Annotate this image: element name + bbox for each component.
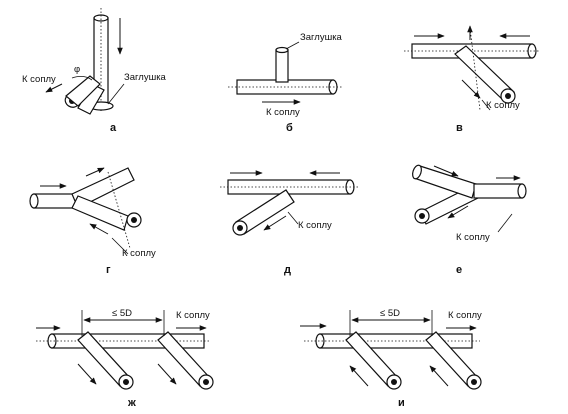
to-nozzle-label-e: К соплу xyxy=(456,232,490,243)
to-nozzle-label-a: К соплу xyxy=(22,74,56,85)
caption-d: д xyxy=(284,264,291,276)
variant-e: К соплу е xyxy=(412,164,527,276)
to-nozzle-label-d: К соплу xyxy=(298,220,332,231)
to-nozzle-label-b: К соплу xyxy=(266,107,300,118)
to-nozzle-label-i: К соплу xyxy=(448,310,482,321)
to-nozzle-label-v: К соплу xyxy=(486,100,520,111)
variant-v: К соплу в xyxy=(404,25,540,134)
caption-a: а xyxy=(110,122,117,134)
caption-b: б xyxy=(286,122,293,134)
caption-i: и xyxy=(398,397,405,409)
variant-zh: ≤ 5D К соплу ж xyxy=(36,308,214,409)
caption-v: в xyxy=(456,122,463,134)
variant-a: φ К соплу Заглушка а xyxy=(22,8,167,134)
phi-label: φ xyxy=(74,64,80,75)
plug-label-b: Заглушка xyxy=(300,32,343,43)
variant-d: К соплу д xyxy=(220,170,358,276)
dist-label-zh: ≤ 5D xyxy=(112,308,132,319)
caption-zh: ж xyxy=(127,397,136,409)
to-nozzle-label-g: К соплу xyxy=(122,248,156,259)
variant-b: Заглушка К соплу б xyxy=(228,32,343,134)
plug-label-a: Заглушка xyxy=(124,72,167,83)
caption-g: г xyxy=(106,264,111,276)
variant-g: К соплу г xyxy=(29,167,156,276)
dist-label-i: ≤ 5D xyxy=(380,308,400,319)
variant-i: ≤ 5D К соплу и xyxy=(300,308,482,409)
to-nozzle-label-zh: К соплу xyxy=(176,310,210,321)
caption-e: е xyxy=(456,264,462,276)
